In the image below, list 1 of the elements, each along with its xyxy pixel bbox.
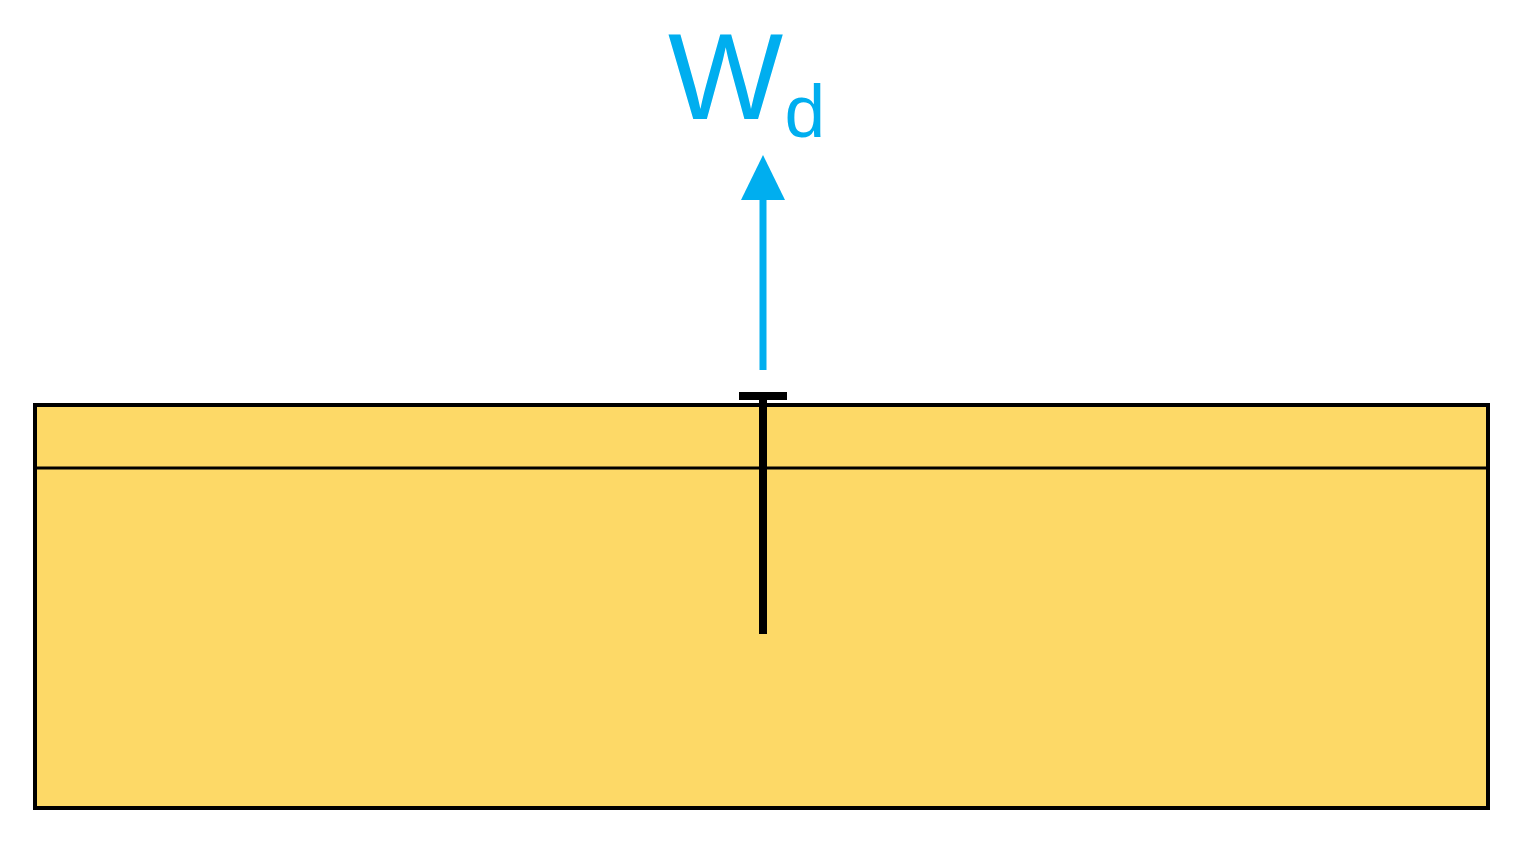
force-label: W$_{d}$ xyxy=(668,10,826,153)
